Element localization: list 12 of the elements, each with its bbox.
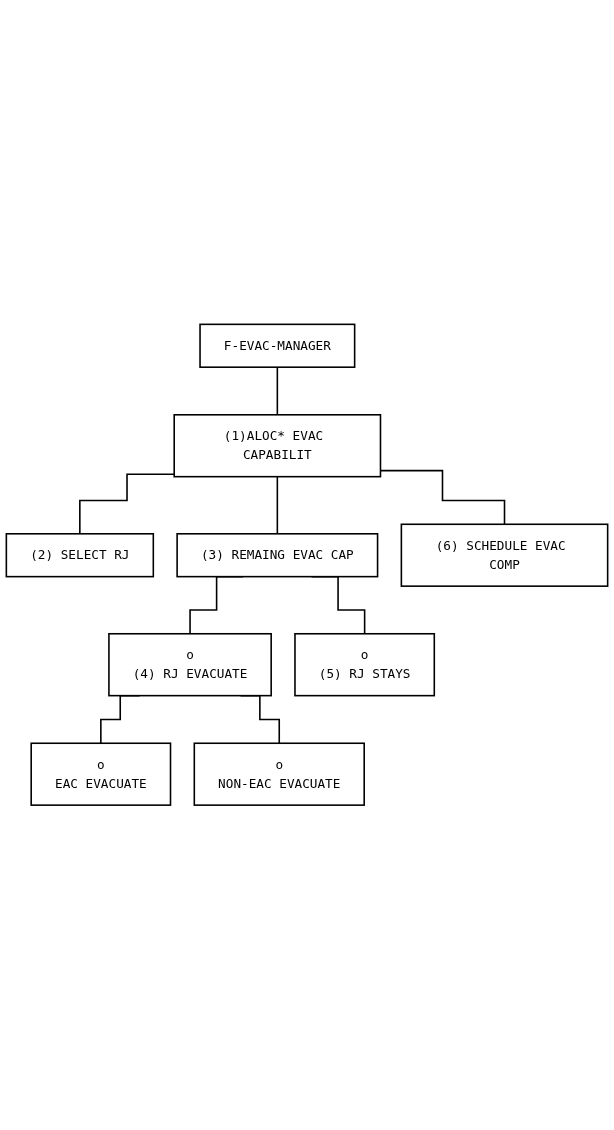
node-box: (2) SELECT RJ bbox=[5, 533, 155, 578]
node-box: o (5) RJ STAYS bbox=[294, 633, 436, 697]
node-box: o (4) RJ EVACUATE bbox=[108, 633, 272, 697]
node-box: (3) REMAING EVAC CAP bbox=[176, 533, 379, 578]
connector bbox=[79, 473, 175, 535]
node-box: o NON-EAC EVACUATE bbox=[193, 742, 365, 807]
node-box: F-EVAC-MANAGER bbox=[199, 323, 356, 369]
connector bbox=[276, 476, 279, 535]
node-box: (6) SCHEDULE EVAC COMP bbox=[400, 523, 609, 588]
node-box: o EAC EVACUATE bbox=[30, 742, 172, 807]
connector bbox=[276, 366, 279, 416]
node-box: (1)ALOC* EVAC CAPABILIT bbox=[173, 414, 382, 478]
